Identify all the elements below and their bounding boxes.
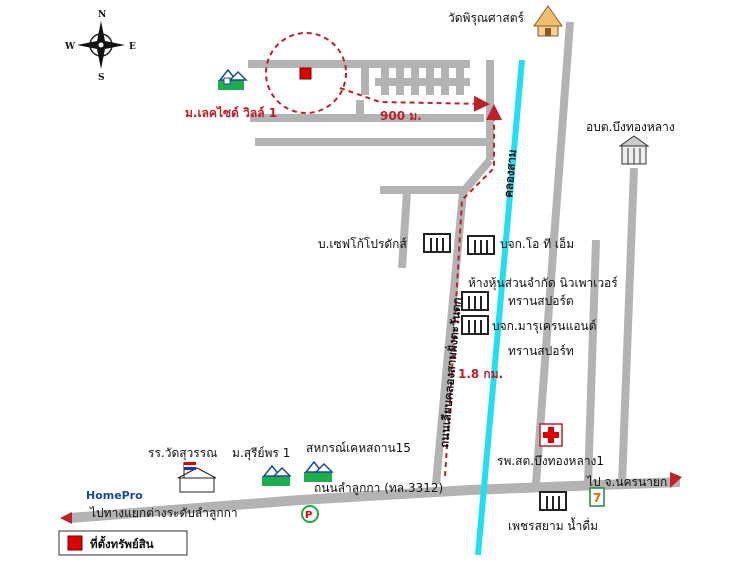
main-road-arrows: [60, 472, 682, 524]
label-company-newpower-1: ห้างหุ้นส่วนจำกัด นิวเพาเวอร์: [468, 276, 618, 291]
legend-property-swatch: [67, 535, 83, 551]
canal-khlong-sam: [475, 59, 525, 556]
factory-icon-safco: [423, 233, 451, 253]
map-legend: ที่ตั้งทรัพย์สิน: [58, 530, 188, 556]
property-marker: [299, 67, 312, 80]
label-company-safco: บ.เซฟโก้โปรดักส์: [318, 237, 407, 251]
factory-icon-maru: [461, 315, 489, 335]
route-to-property: [265, 32, 502, 477]
factory-icon-otm: [467, 235, 495, 255]
road-to-sao: [618, 167, 638, 485]
factory-icon-newpower: [461, 291, 489, 311]
compass-rose: N S E W: [64, 10, 136, 83]
road-to-temple: [532, 21, 574, 485]
label-company-maru-1: บจก.มารุเครนแอนด์: [492, 319, 597, 334]
village-icon-suriporn: [262, 464, 292, 486]
svg-text:P: P: [305, 510, 312, 521]
label-hospital: รพ.สต.บึงทองหลาง1: [497, 454, 604, 468]
label-distance-900: 900 ม.: [380, 109, 422, 123]
property-radius-circle: [265, 32, 347, 114]
label-sao-office: อบต.บึงทองหลาง: [586, 120, 675, 134]
temple-icon: [533, 5, 563, 37]
homepro-logo: HomePro: [86, 489, 143, 502]
label-coop: สหกรณ์เคหสถาน15: [306, 441, 411, 455]
label-village-suriporn: ม.สุรีย์พร 1: [232, 446, 290, 461]
label-distance-18: 1.8 กม.: [458, 367, 503, 381]
label-gas-station: เพชรสยาม น้ำดื่ม: [508, 517, 598, 533]
label-to-interchange: ไปทางแยกต่างระดับลำลูกกา: [89, 506, 238, 521]
village-icon-coop: [304, 460, 334, 482]
homepro-text: HomePro: [86, 489, 143, 502]
legend-property-label: ที่ตั้งทรัพย์สิน: [90, 535, 154, 551]
compass-south: S: [98, 73, 105, 83]
label-to-nakhon-nayok: ไป จ.นครนายก: [586, 475, 667, 489]
compass-east: E: [129, 42, 136, 52]
label-main-road: ถนนลำลูกกา (ทล.3312): [314, 481, 443, 496]
svg-text:7: 7: [593, 491, 601, 505]
label-canal: คลองสาม: [501, 149, 519, 198]
school-icon: [177, 462, 217, 493]
label-property-village: ม.เลคไซด์ วิลล์ 1: [185, 105, 277, 120]
label-company-newpower-2: ทรานสปอร์ต: [508, 294, 574, 308]
main-road-3312: [69, 477, 681, 523]
label-company-otm: บจก.โอ ที เอ็ม: [500, 236, 574, 251]
convenience-store-icon: 7: [589, 487, 605, 507]
gas-station-icon: P: [301, 505, 319, 523]
label-company-maru-2: ทรานสปอร์ท: [508, 344, 574, 358]
label-temple: วัดพิรุณศาสตร์: [448, 11, 524, 26]
hospital-cross-icon: [539, 423, 563, 447]
compass-north: N: [98, 10, 106, 20]
village-house-icon: [218, 68, 248, 90]
factory-icon-gas: [539, 491, 567, 511]
sao-office-icon: [618, 135, 650, 165]
label-school: รร.วัดสุวรรณ: [148, 446, 217, 461]
compass-west: W: [64, 42, 76, 52]
